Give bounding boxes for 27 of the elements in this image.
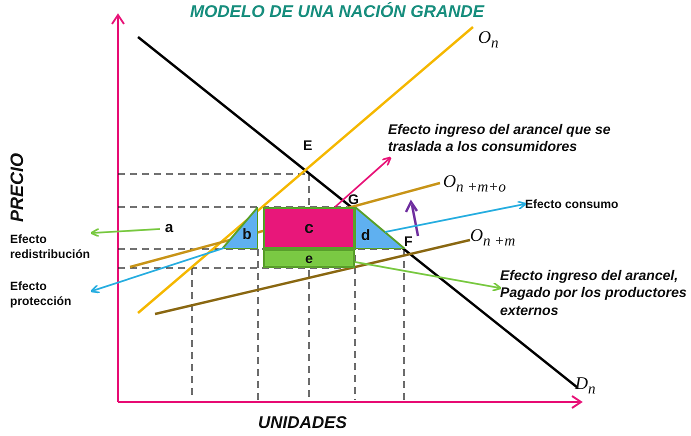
point-label: F [404, 234, 413, 250]
annotation-text: Efecto protección [10, 279, 72, 309]
curve-label: O$_{n +m}$ [470, 226, 516, 250]
leader-arrow [334, 156, 392, 208]
area-label: c [304, 217, 314, 239]
point-label: G [348, 192, 359, 208]
annotation-text: Efecto ingreso del arancel que se traslada a los consumidores [388, 120, 612, 156]
shaded-area [263, 249, 355, 268]
leader-arrow [354, 261, 502, 292]
curve-label: D$_{n}$ [575, 374, 596, 398]
annotation-text: Efecto ingreso del arancel, Pagado por los productores externos [500, 266, 688, 320]
point-label: E [303, 138, 312, 154]
axis-title: PRECIO [8, 152, 28, 222]
shaded-area [263, 207, 355, 249]
leader-arrow [90, 228, 160, 238]
area-label: e [305, 250, 313, 268]
area-label: b [242, 226, 252, 244]
curve-label: O$_{n}$ [478, 28, 498, 52]
annotation-text: Efecto consumo [525, 196, 620, 212]
chart-title: MODELO DE UNA NACIÓN GRANDE [190, 2, 484, 22]
leader-arrow [90, 247, 224, 294]
axis-title: UNIDADES [258, 414, 347, 433]
area-label: a [164, 218, 174, 238]
leader-arrow [384, 200, 527, 233]
area-label: d [361, 226, 370, 246]
curve-label: O$_{n +m+o}$ [443, 172, 506, 196]
annotation-text: Efecto redistribución [10, 232, 92, 262]
